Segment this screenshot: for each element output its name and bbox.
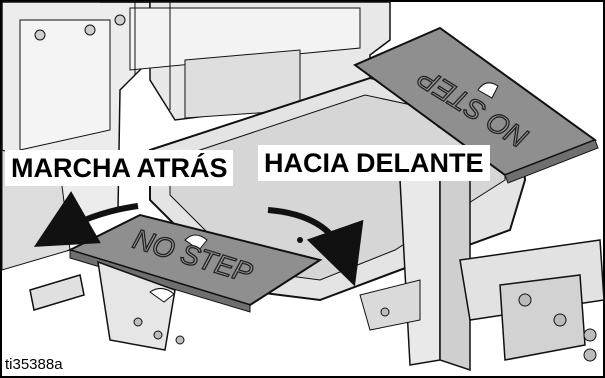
axle-rod [29,274,85,311]
step-plate-right [353,26,599,184]
reverse-arrow-icon [33,191,139,247]
figure-id: ti35388a [3,356,65,373]
forward-label: HACIA DELANTE [258,145,490,181]
central-frame [100,1,391,121]
hitch-tube [459,239,605,362]
forward-arrow-icon [267,207,364,287]
step-plate-left [67,213,323,351]
reverse-label: MARCHA ATRÁS [5,150,234,186]
support-bracket [359,168,471,372]
